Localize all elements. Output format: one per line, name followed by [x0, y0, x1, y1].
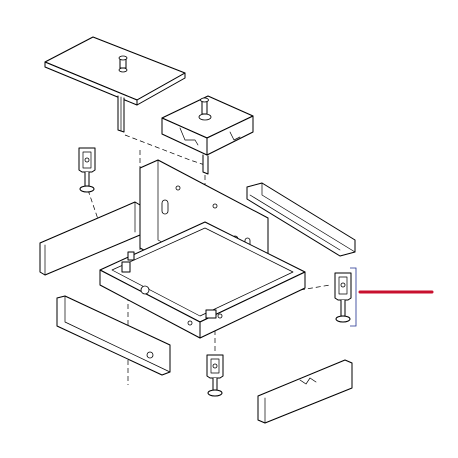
support-foot-left [78, 147, 96, 193]
rear-side-panel-right [246, 182, 356, 257]
frame-chassis [99, 159, 306, 339]
control-housing [161, 95, 254, 175]
adjustable-foot-highlighted [334, 267, 357, 327]
top-panel [44, 36, 186, 133]
highlight-bracket [350, 267, 357, 327]
lower-right-panel [257, 359, 353, 424]
front-panel [56, 295, 171, 376]
support-foot-front [206, 354, 224, 397]
